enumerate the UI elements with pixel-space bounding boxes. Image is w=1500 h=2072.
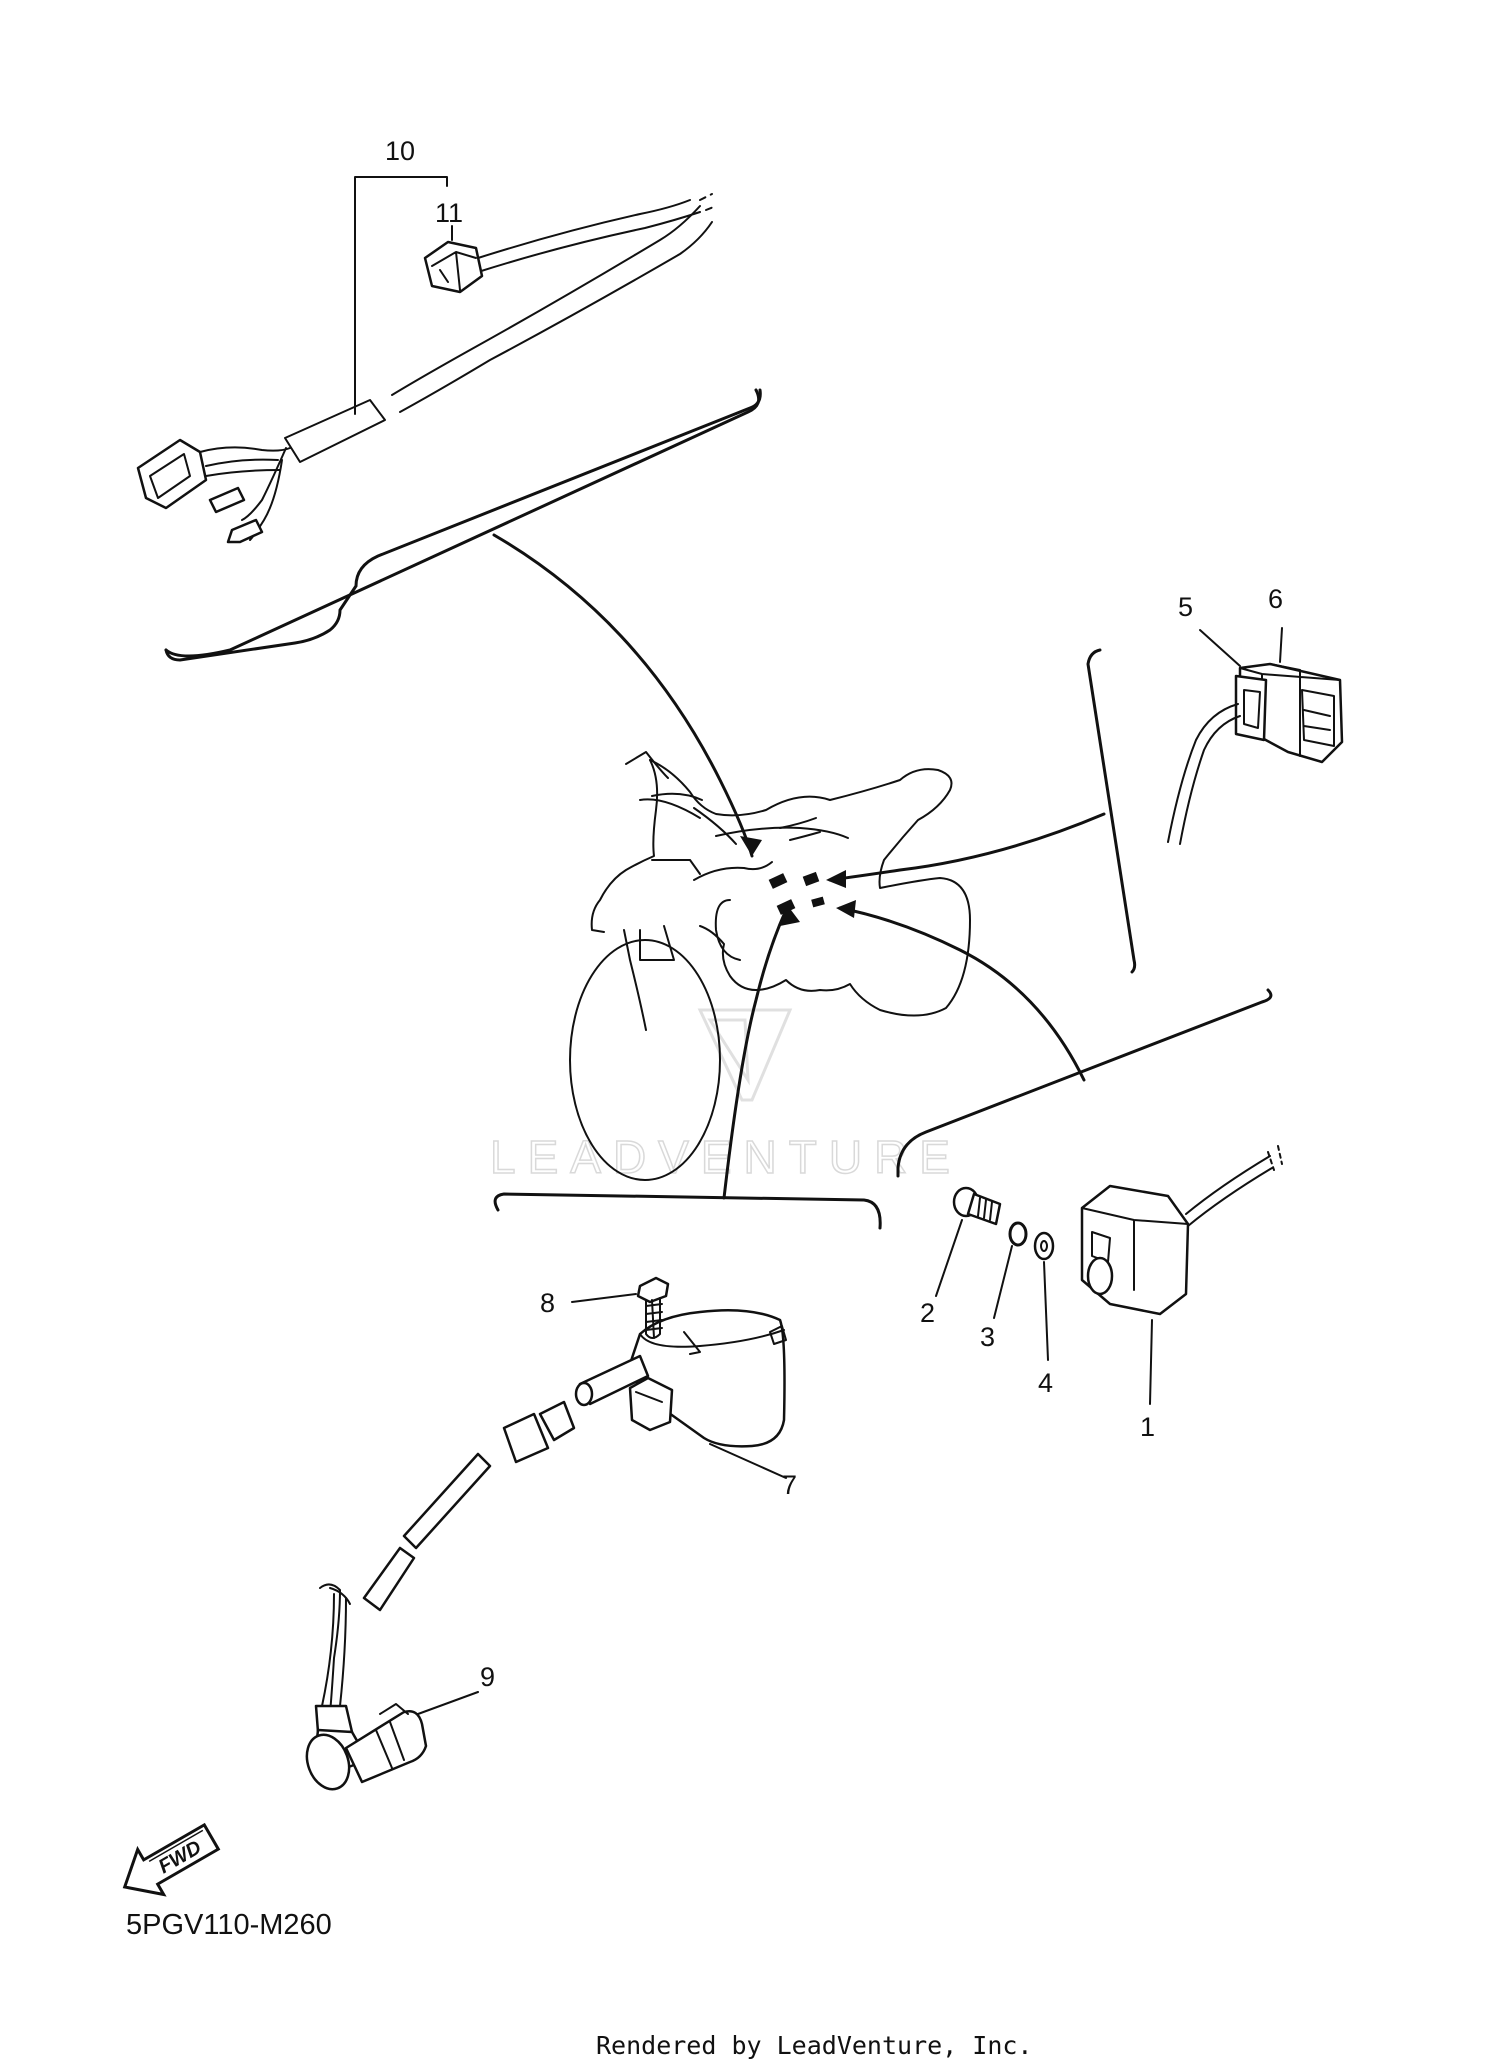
callout-3: 3 <box>980 1322 995 1352</box>
wire-harness-inset: 10 11 <box>136 136 762 662</box>
callout-8: 8 <box>540 1288 555 1318</box>
screw-8[interactable] <box>636 1276 670 1339</box>
watermark-text: LEADVENTURE <box>490 1131 962 1183</box>
ignition-coil-7[interactable] <box>574 1308 787 1448</box>
footer-credit: Rendered by LeadVenture, Inc. <box>596 2031 1033 2060</box>
wire-harness-10[interactable] <box>136 193 717 544</box>
fwd-arrow-icon: FWD <box>122 1822 221 1897</box>
lock-washer-3[interactable] <box>1008 1221 1028 1247</box>
callout-4: 4 <box>1038 1368 1053 1398</box>
watermark: LEADVENTURE <box>489 1008 962 1184</box>
callout-1: 1 <box>1140 1412 1155 1442</box>
motorcycle-outline <box>569 751 971 1181</box>
engine-stop-switch[interactable] <box>1167 662 1344 845</box>
callout-2: 2 <box>920 1298 935 1328</box>
switch-inset: 5 6 <box>1086 584 1344 974</box>
coupler-11[interactable] <box>423 240 484 294</box>
bolt-2[interactable] <box>952 1186 1002 1226</box>
diagram-code: 5PGV110-M260 <box>126 1909 332 1941</box>
callout-9: 9 <box>480 1662 495 1692</box>
cdi-inset: 2 3 4 1 <box>896 988 1283 1442</box>
callout-7: 7 <box>782 1470 797 1500</box>
washer-4[interactable] <box>1033 1231 1055 1261</box>
cdi-unit-1[interactable] <box>1080 1145 1283 1316</box>
callout-10: 10 <box>385 136 415 166</box>
ignition-inset: 8 7 9 <box>300 1192 882 1795</box>
callout-11: 11 <box>435 198 463 228</box>
callout-5: 5 <box>1178 592 1193 622</box>
leader-10 <box>354 176 448 415</box>
location-arrows <box>492 533 1106 1200</box>
spark-plug-cap-9[interactable] <box>300 1400 576 1795</box>
callout-6: 6 <box>1268 584 1283 614</box>
